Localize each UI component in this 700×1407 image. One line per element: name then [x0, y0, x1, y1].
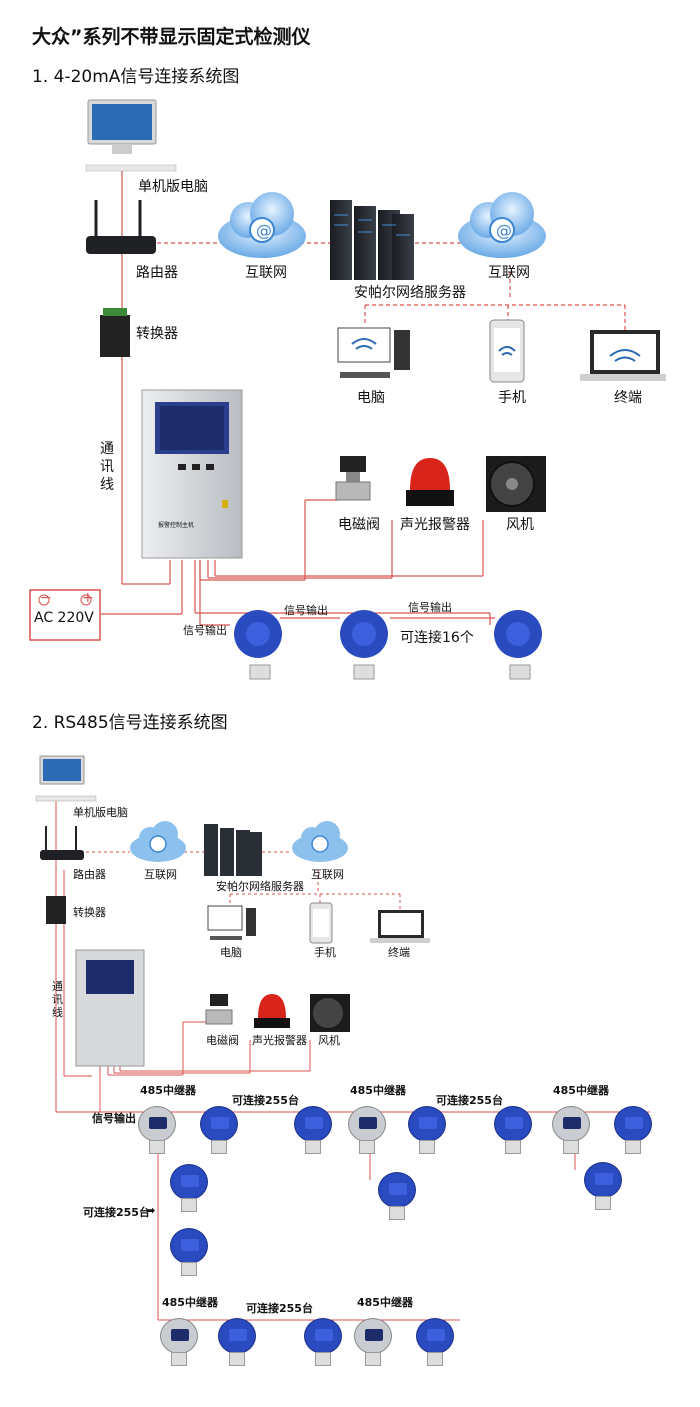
connect-255-label-3: 可连接255台 [83, 1206, 150, 1219]
svg-text:@: @ [256, 221, 272, 240]
computer-label-2: 电脑 [220, 946, 242, 959]
detector-3 [494, 610, 542, 680]
svg-text:@: @ [496, 221, 512, 240]
cloud-icon-left: @ [218, 192, 306, 258]
connect-255-label-2: 可连接255台 [436, 1094, 503, 1107]
detector-device [414, 1316, 454, 1366]
computer-label: 电脑 [357, 390, 385, 406]
internet-left-label: 互联网 [245, 265, 287, 281]
router-label: 路由器 [136, 265, 178, 281]
connect-16-label: 可连接16个 [400, 630, 474, 646]
comm-line-label: 通讯线 [100, 441, 114, 493]
detector-device [612, 1104, 652, 1154]
valve-label-2: 电磁阀 [206, 1034, 239, 1047]
repeater-label-3: 485中继器 [553, 1084, 609, 1097]
detector-device [216, 1316, 256, 1366]
valve-icon [335, 456, 371, 501]
controller-cabinet [141, 389, 243, 559]
detector-device [168, 1226, 208, 1276]
power-minus: − [40, 590, 52, 606]
repeater-label-4: 485中继器 [162, 1296, 218, 1309]
detector-device [168, 1162, 208, 1212]
arrow-right-icon: ➡ [146, 1204, 156, 1217]
pc-label-2: 单机版电脑 [73, 806, 128, 819]
imac-icon-2 [39, 755, 85, 785]
desktop-icon-2 [207, 905, 256, 940]
fan-label-2: 风机 [318, 1034, 340, 1047]
detector-device [302, 1316, 342, 1366]
detector-1 [234, 610, 282, 680]
laptop-icon-2 [370, 910, 430, 943]
repeater-device [136, 1104, 176, 1154]
power-plus: + [82, 590, 94, 606]
repeater-device [346, 1104, 386, 1154]
router-icon [86, 200, 156, 254]
pc-label: 单机版电脑 [138, 179, 208, 195]
detector-2 [340, 610, 388, 680]
section1-diagram: @ @ [29, 99, 666, 680]
cloud-icon-right: @ [458, 192, 546, 258]
repeater-label-1: 485中继器 [140, 1084, 196, 1097]
server-icon [330, 200, 414, 280]
valve-label: 电磁阀 [338, 517, 380, 533]
phone-label-2: 手机 [314, 946, 336, 959]
panel-text: 报警控制主机 [158, 522, 195, 529]
signal-out-2: 信号输出 [284, 604, 328, 617]
desktop-icon [337, 327, 410, 378]
signal-out-label-2: 信号输出 [92, 1112, 136, 1125]
laptop-icon [580, 330, 666, 381]
cloud-icon-right-2 [292, 821, 348, 862]
router-label-2: 路由器 [73, 868, 106, 881]
comm-line-label-2: 通讯线 [52, 980, 63, 1019]
fan-icon-2 [310, 994, 350, 1032]
power-label: AC 220V [34, 610, 94, 626]
internet-right-label: 互联网 [488, 265, 530, 281]
phone-icon [489, 319, 525, 383]
detector-device [492, 1104, 532, 1154]
section1-heading: 1. 4-20mA信号连接系统图 [32, 67, 240, 87]
terminal-label: 终端 [614, 390, 642, 406]
converter-icon-2 [46, 896, 66, 924]
cloud-icon-left-2 [130, 821, 186, 862]
valve-icon-2 [205, 994, 233, 1025]
power-box [29, 589, 101, 641]
detector-device [582, 1160, 622, 1210]
imac-icon [85, 99, 177, 172]
alarm-label-2: 声光报警器 [252, 1034, 307, 1047]
alarm-label: 声光报警器 [400, 517, 470, 533]
repeater-label-5: 485中继器 [357, 1296, 413, 1309]
section2-heading: 2. RS485信号连接系统图 [32, 713, 228, 733]
repeater-device [550, 1104, 590, 1154]
server-icon-2 [204, 824, 262, 876]
fan-label: 风机 [506, 517, 534, 533]
converter-label: 转换器 [136, 326, 178, 342]
router-icon-2 [40, 826, 84, 860]
server-label: 安帕尔网络服务器 [354, 285, 466, 301]
internet-right-label-2: 互联网 [311, 868, 344, 881]
page-title: 大众”系列不带显示固定式检测仪 [32, 26, 311, 48]
signal-out-3: 信号输出 [408, 601, 452, 614]
connect-255-label-4: 可连接255台 [246, 1302, 313, 1315]
alarm-icon-2 [254, 994, 290, 1028]
converter-label-2: 转换器 [73, 906, 106, 919]
detector-device [292, 1104, 332, 1154]
detector-device [376, 1170, 416, 1220]
server-label-2: 安帕尔网络服务器 [216, 880, 304, 893]
alarm-icon [406, 458, 454, 506]
controller-cabinet-2 [75, 949, 145, 1067]
internet-left-label-2: 互联网 [144, 868, 177, 881]
repeater-device [352, 1316, 392, 1366]
fan-icon [486, 456, 546, 512]
terminal-label-2: 终端 [388, 946, 410, 959]
signal-out-1: 信号输出 [183, 624, 227, 637]
repeater-label-2: 485中继器 [350, 1084, 406, 1097]
phone-icon-2 [309, 902, 333, 944]
detector-device [406, 1104, 446, 1154]
phone-label: 手机 [498, 390, 526, 406]
repeater-device [158, 1316, 198, 1366]
converter-icon [100, 308, 130, 357]
connect-255-label-1: 可连接255台 [232, 1094, 299, 1107]
detector-device [198, 1104, 238, 1154]
